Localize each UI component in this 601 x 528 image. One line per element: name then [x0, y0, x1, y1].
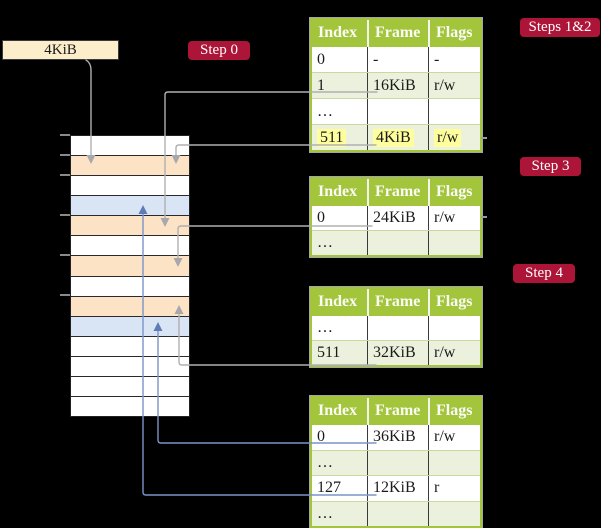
- page-table-final: Index Frame Flags 0 36KiB r/w … 127 12Ki…: [309, 395, 483, 528]
- column-header-frame: Frame: [367, 289, 428, 316]
- cell-index: …: [317, 319, 333, 336]
- step-label-3: Step 3: [520, 157, 581, 176]
- cell-flags: r/w: [428, 425, 480, 450]
- cell-index: 0: [317, 428, 325, 446]
- table-row: 127 12KiB r: [312, 475, 480, 501]
- cell-index: …: [317, 234, 333, 251]
- cell-frame: [367, 99, 428, 124]
- cell-flags: r: [428, 476, 480, 501]
- cell-index: 127: [317, 479, 341, 497]
- table-row: …: [312, 230, 480, 255]
- memory-row: [71, 255, 189, 276]
- table-row: 511 32KiB r/w: [312, 340, 480, 365]
- table-row: 0 - -: [312, 47, 480, 72]
- page-table-step-3: Index Frame Flags 0 24KiB r/w …: [309, 176, 483, 258]
- memory-tick: [60, 174, 70, 176]
- cell-flags: [428, 316, 480, 340]
- step-label-4: Step 4: [513, 264, 575, 283]
- column-header-frame: Frame: [367, 398, 428, 425]
- cell-index: 0: [317, 50, 325, 68]
- memory-row: [71, 315, 189, 336]
- memory-tick: [60, 214, 70, 216]
- table-header-row: Index Frame Flags: [312, 179, 480, 206]
- cell-index: …: [317, 453, 333, 471]
- column-header-flags: Flags: [428, 398, 480, 425]
- table-header-row: Index Frame Flags: [312, 398, 480, 425]
- memory-row: [71, 275, 189, 296]
- page-table-steps-1-2: Index Frame Flags 0 - - 1 16KiB r/w … 51…: [309, 17, 483, 153]
- cell-flags: [428, 231, 480, 255]
- memory-row: [71, 335, 189, 356]
- cell-frame: 12KiB: [367, 476, 428, 501]
- column-header-frame: Frame: [367, 179, 428, 206]
- table-row: …: [312, 449, 480, 475]
- memory-row: [71, 136, 189, 156]
- column-header-frame: Frame: [367, 20, 428, 47]
- memory-row: [71, 195, 189, 216]
- memory-tick: [60, 254, 70, 256]
- cell-frame: [367, 316, 428, 340]
- table-row: …: [312, 500, 480, 526]
- cell-flags: [428, 99, 480, 124]
- memory-tick: [60, 134, 70, 136]
- cell-frame: 24KiB: [367, 206, 428, 230]
- memory-row: [71, 215, 189, 236]
- memory-row: [71, 355, 189, 376]
- column-header-index: Index: [318, 24, 358, 41]
- table-header-row: Index Frame Flags: [312, 289, 480, 316]
- step-label-1-2: Steps 1&2: [520, 18, 600, 37]
- cell-flags: [428, 450, 480, 475]
- memory-stack: [70, 135, 190, 417]
- memory-tick: [60, 154, 70, 156]
- cell-flags: r/w: [428, 206, 480, 230]
- column-header-index: Index: [318, 183, 358, 200]
- column-header-flags: Flags: [428, 20, 480, 47]
- table-header-row: Index Frame Flags: [312, 20, 480, 47]
- cell-flags: r/w: [428, 73, 480, 98]
- table-row: 511 4KiB r/w: [312, 124, 480, 150]
- cell-frame: 32KiB: [367, 341, 428, 365]
- cell-frame: 16KiB: [367, 73, 428, 98]
- memory-row: [71, 295, 189, 316]
- cell-index: 511: [317, 344, 341, 361]
- memory-tick: [60, 294, 70, 296]
- memory-row: [71, 375, 189, 397]
- table-row: 0 36KiB r/w: [312, 425, 480, 450]
- memory-row: [71, 155, 189, 176]
- table-row: …: [312, 316, 480, 340]
- cell-flags: r/w: [428, 341, 480, 365]
- memory-row: [71, 175, 189, 196]
- memory-row: [71, 235, 189, 256]
- cell-frame: -: [367, 47, 428, 72]
- cell-frame: 36KiB: [367, 425, 428, 450]
- table-row: 0 24KiB r/w: [312, 206, 480, 230]
- step-label-0: Step 0: [188, 41, 250, 60]
- cell-flags: -: [428, 47, 480, 72]
- column-header-index: Index: [318, 402, 358, 419]
- table-row: …: [312, 98, 480, 124]
- table-row: 1 16KiB r/w: [312, 72, 480, 98]
- page-table-step-4: Index Frame Flags … 511 32KiB r/w: [309, 286, 483, 368]
- cr3-frame-box: 4KiB: [2, 40, 119, 60]
- cell-flags: r/w: [428, 125, 480, 150]
- cell-index: 0: [317, 209, 325, 226]
- cell-flags: [428, 501, 480, 526]
- column-header-flags: Flags: [428, 179, 480, 206]
- memory-row: [71, 396, 189, 417]
- cell-index: 1: [317, 76, 325, 94]
- cell-index: …: [317, 102, 333, 120]
- cell-frame: [367, 501, 428, 526]
- cell-frame: [367, 231, 428, 255]
- column-header-flags: Flags: [428, 289, 480, 316]
- cell-frame: 4KiB: [367, 125, 428, 150]
- cell-index: …: [317, 504, 333, 522]
- cell-index: 511: [312, 125, 367, 150]
- cell-frame: [367, 450, 428, 475]
- column-header-index: Index: [318, 293, 358, 310]
